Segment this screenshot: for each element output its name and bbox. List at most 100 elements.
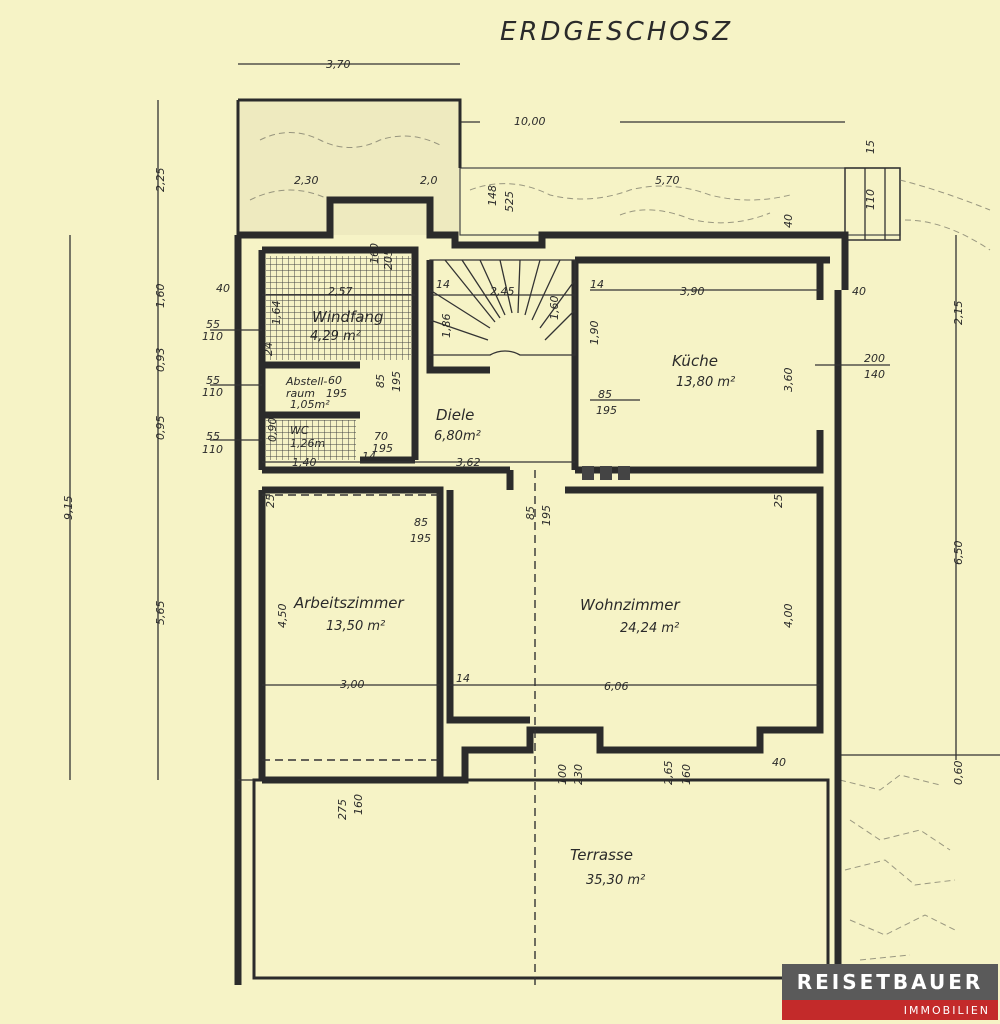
arbeitszimmer-area: 13,50 m²	[326, 619, 385, 634]
path-paving	[459, 167, 901, 236]
dim-606: 6,06	[604, 680, 629, 693]
dim-160c: 160	[680, 764, 693, 785]
dim-190: 1,90	[588, 321, 601, 346]
dim-060: 60	[328, 374, 342, 387]
outer-walls	[234, 196, 849, 985]
dim-275: 275	[336, 799, 349, 820]
diele-area: 6,80m²	[434, 429, 481, 444]
dim-top-1000: 10,00	[514, 115, 546, 128]
diele-name: Diele	[436, 406, 474, 424]
dim-360: 3,60	[782, 368, 795, 393]
dim-110b: 110	[202, 330, 223, 343]
terrace-outline	[252, 778, 830, 980]
dim-230: 2,30	[294, 174, 319, 187]
dim-230b: 230	[572, 764, 585, 785]
front-paving	[238, 100, 460, 235]
dim-40b: 40	[852, 285, 866, 298]
dim-top-370: 3,70	[326, 58, 351, 71]
abstell-area: 1,05m²	[290, 398, 330, 411]
staircase	[429, 259, 576, 356]
kueche-area: 13,80 m²	[676, 375, 735, 390]
dim-14b: 14	[590, 278, 604, 291]
dim-400: 4,00	[782, 604, 795, 629]
arbeitszimmer-name: Arbeitszimmer	[293, 594, 405, 612]
dim-110d: 110	[202, 443, 223, 456]
dim-25a: 25	[264, 494, 277, 508]
dim-140: 1,40	[292, 456, 317, 469]
dim-186: 1,86	[440, 314, 453, 339]
wc-area: 1,26m	[290, 437, 325, 450]
dim-left-093: 0,93	[154, 348, 167, 373]
dim-85b: 85	[598, 388, 612, 401]
abstell-name2: raum	[286, 387, 315, 400]
dim-right-650: 6,50	[952, 541, 965, 566]
dim-15: 15	[864, 140, 877, 154]
dim-left-225: 2,25	[154, 168, 167, 193]
dim-85c: 85	[414, 516, 428, 529]
dim-55a: 55	[206, 318, 220, 331]
dim-200b: 200	[864, 352, 885, 365]
dim-160a: 160	[368, 243, 381, 264]
dim-70: 70	[374, 430, 388, 443]
dim-110a: 110	[864, 189, 877, 210]
entry-steps	[844, 167, 901, 241]
dim-55c: 55	[206, 430, 220, 443]
dim-14d: 14	[456, 672, 470, 685]
dim-450: 4,50	[276, 604, 289, 629]
dim-14a: 14	[436, 278, 450, 291]
dim-right-215: 2,15	[952, 301, 965, 326]
dim-40d: 40	[772, 756, 786, 769]
dim-205: 205	[382, 249, 395, 270]
dim-right-060: 0,60	[952, 761, 965, 786]
dim-300: 3,00	[340, 678, 365, 691]
dim-164: 1,64	[270, 301, 283, 326]
dim-362: 3,62	[456, 456, 481, 469]
dim-148: 148	[486, 185, 499, 206]
wc-name: WC	[290, 424, 309, 437]
dim-110c: 110	[202, 386, 223, 399]
dim-245: 2,45	[490, 285, 515, 298]
dim-85d: 85	[524, 506, 537, 520]
dim-195f: 195	[540, 505, 553, 526]
dim-85a: 85	[374, 374, 387, 388]
dim-160d: 160	[352, 794, 365, 815]
dim-160b: 1,60	[548, 296, 561, 321]
dim-left-095: 0,95	[154, 416, 167, 441]
dim-257: 2,57	[328, 285, 353, 298]
dim-55b: 55	[206, 374, 220, 387]
logo-wordmark: REISETBAUER	[782, 964, 998, 1000]
dim-195c: 195	[596, 404, 617, 417]
dim-left-915: 9,15	[62, 496, 75, 521]
dim-140b: 140	[864, 368, 885, 381]
terrasse-name: Terrasse	[570, 846, 633, 864]
dim-195d: 195	[372, 442, 393, 455]
wc-tiles	[266, 420, 356, 460]
dim-25b: 25	[772, 494, 785, 508]
interior-walls	[258, 250, 824, 784]
dim-14c: 14	[362, 450, 376, 463]
dim-left-160: 1,60	[154, 284, 167, 309]
dim-200: 2,0	[420, 174, 438, 187]
dim-570: 5,70	[655, 174, 680, 187]
dim-40a: 40	[782, 214, 795, 228]
plan-title: ERDGESCHOSZ	[500, 17, 733, 47]
dim-40c: 40	[216, 282, 230, 295]
dim-100: 100	[556, 764, 569, 785]
wohnzimmer-area: 24,24 m²	[620, 621, 679, 636]
dim-24: 24	[262, 342, 275, 356]
abstell-name: Abstell-	[285, 375, 327, 388]
dim-090: 0,90	[266, 418, 279, 443]
logo-subtitle: IMMOBILIEN	[782, 1000, 998, 1020]
dim-390: 3,90	[680, 285, 705, 298]
dim-525: 525	[503, 191, 516, 212]
wohnzimmer-name: Wohnzimmer	[580, 596, 681, 614]
brand-logo: REISETBAUER IMMOBILIEN	[782, 964, 998, 1020]
dim-195e: 195	[410, 532, 431, 545]
windfang-tiles	[266, 256, 411, 360]
windfang-area: 4,29 m²	[310, 329, 361, 344]
dim-195a: 195	[326, 387, 347, 400]
dim-195b: 195	[390, 371, 403, 392]
terrasse-area: 35,30 m²	[586, 873, 645, 888]
dim-265: 2,65	[662, 761, 675, 786]
